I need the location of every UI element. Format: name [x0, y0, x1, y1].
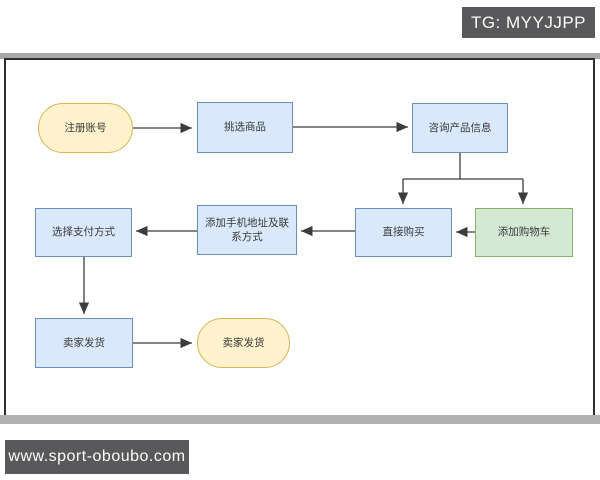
node-direct-buy: 直接购买	[355, 208, 452, 257]
website-badge: www.sport-oboubo.com	[5, 440, 189, 474]
node-add-address-contact: 添加手机地址及联系方式	[197, 205, 297, 255]
node-inquire-product-info: 咨询产品信息	[412, 103, 508, 153]
telegram-badge: TG: MYYJJPP	[462, 7, 595, 38]
page-edge-bottom	[0, 415, 600, 424]
node-register-account: 注册账号	[38, 103, 133, 153]
node-choose-payment: 选择支付方式	[35, 208, 132, 257]
node-seller-ship: 卖家发货	[35, 318, 133, 368]
page-edge-top	[0, 53, 600, 59]
node-seller-ship-end: 卖家发货	[197, 318, 290, 368]
node-pick-goods: 挑选商品	[197, 102, 293, 153]
node-add-to-cart: 添加购物车	[475, 208, 573, 257]
